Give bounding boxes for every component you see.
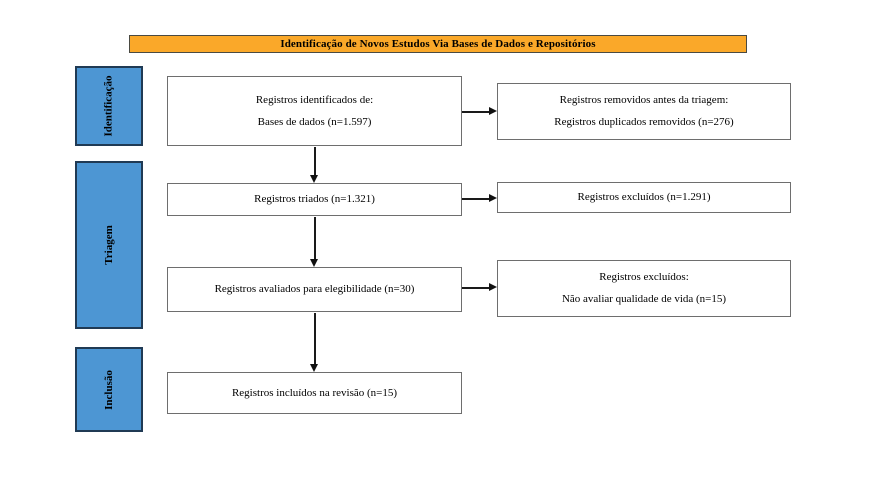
box-records-removed-before-screening: Registros removidos antes da triagem: Re… xyxy=(497,83,791,140)
box-records-identified-line2: Bases de dados (n=1.597) xyxy=(257,115,372,128)
stage-label-identificacao: Identificação xyxy=(75,66,143,146)
box-records-screened: Registros triados (n=1.321) xyxy=(167,183,462,216)
box-records-excluded-eligibility-line1: Registros excluídos: xyxy=(599,271,689,283)
arrow-identified-to-removed-head-icon xyxy=(489,107,497,115)
box-records-screened-line1: Registros triados (n=1.321) xyxy=(254,193,375,205)
stage-label-identificacao-text: Identificação xyxy=(102,75,115,137)
box-records-excluded-eligibility-line2: Não avaliar qualidade de vida (n=15) xyxy=(561,293,727,305)
arrow-assessed-to-excluded-line xyxy=(462,287,489,289)
box-records-removed-line1: Registros removidos antes da triagem: xyxy=(559,94,729,106)
stage-label-inclusao-text: Inclusão xyxy=(103,369,115,410)
title-banner: Identificação de Novos Estudos Via Bases… xyxy=(129,35,747,53)
box-records-excluded-eligibility: Registros excluídos: Não avaliar qualida… xyxy=(497,260,791,317)
box-records-excluded-screening: Registros excluídos (n=1.291) xyxy=(497,182,791,213)
stage-label-inclusao: Inclusão xyxy=(75,347,143,432)
box-records-identified-line1: Registros identificados de: xyxy=(255,93,374,106)
stage-label-triagem: Triagem xyxy=(75,161,143,329)
box-records-assessed-eligibility: Registros avaliados para elegibilidade (… xyxy=(167,267,462,312)
arrow-screened-to-excluded-head-icon xyxy=(489,194,497,202)
title-text: Identificação de Novos Estudos Via Bases… xyxy=(280,38,596,50)
arrow-screened-to-assessed-line xyxy=(314,217,316,259)
arrow-identified-to-removed-line xyxy=(462,111,489,113)
arrow-screened-to-assessed-head-icon xyxy=(310,259,318,267)
stage-label-triagem-text: Triagem xyxy=(102,225,115,265)
box-records-identified: Registros identificados de: Bases de dad… xyxy=(167,76,462,146)
box-records-assessed-line1: Registros avaliados para elegibilidade (… xyxy=(214,283,415,295)
box-records-included-line1: Registros incluídos na revisão (n=15) xyxy=(231,386,398,399)
box-records-included: Registros incluídos na revisão (n=15) xyxy=(167,372,462,414)
arrow-identified-to-screened-line xyxy=(314,147,316,175)
arrow-identified-to-screened-head-icon xyxy=(310,175,318,183)
box-records-removed-line2: Registros duplicados removidos (n=276) xyxy=(554,116,734,128)
arrow-assessed-to-included-head-icon xyxy=(310,364,318,372)
arrow-assessed-to-excluded-head-icon xyxy=(489,283,497,291)
arrow-screened-to-excluded-line xyxy=(462,198,489,200)
arrow-assessed-to-included-line xyxy=(314,313,316,364)
box-records-excluded-screening-line1: Registros excluídos (n=1.291) xyxy=(577,191,711,203)
